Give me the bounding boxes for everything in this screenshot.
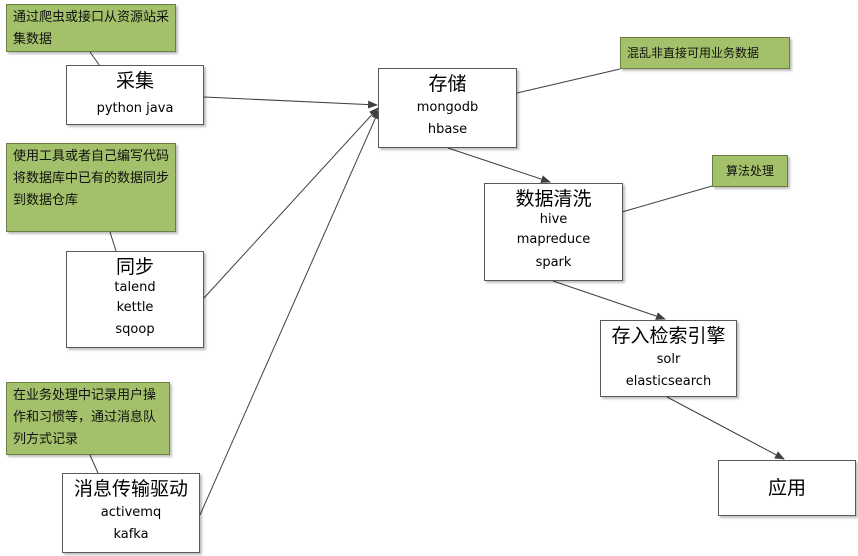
node-collect-item: python java bbox=[96, 101, 174, 116]
node-storage-item: mongodb bbox=[416, 100, 479, 115]
node-storage-title: 存储 bbox=[428, 73, 467, 95]
note-clean: 算法处理 bbox=[712, 155, 788, 187]
note-storage: 混乱非直接可用业务数据 bbox=[620, 37, 790, 69]
node-mq-item: kafka bbox=[113, 527, 149, 542]
node-storage-item: hbase bbox=[427, 122, 468, 137]
node-search: 存入检索引擎 solr elasticsearch bbox=[600, 320, 737, 397]
note-sync: 使用工具或者自己编写代码将数据库中已有的数据同步到数据仓库 bbox=[6, 143, 176, 232]
node-sync-item: talend bbox=[114, 280, 156, 295]
node-clean-item: hive bbox=[539, 212, 568, 227]
node-search-title: 存入检索引擎 bbox=[611, 325, 726, 347]
arrow-storage-to-clean bbox=[447, 147, 551, 183]
note-line-clean bbox=[621, 185, 713, 213]
arrow-clean-to-search bbox=[552, 280, 666, 320]
node-app: 应用 bbox=[718, 460, 856, 516]
node-search-item: solr bbox=[656, 352, 681, 367]
arrow-search-to-app bbox=[666, 396, 785, 460]
node-sync: 同步 talend kettle sqoop bbox=[66, 251, 204, 348]
node-sync-item: kettle bbox=[116, 300, 154, 315]
node-sync-item: sqoop bbox=[115, 322, 155, 337]
node-storage: 存储 mongodb hbase bbox=[378, 68, 517, 148]
note-collect: 通过爬虫或接口从资源站采集数据 bbox=[6, 4, 176, 52]
node-sync-title: 同步 bbox=[115, 256, 154, 278]
note-line-mq bbox=[89, 454, 99, 474]
node-app-title: 应用 bbox=[767, 477, 806, 499]
node-collect: 采集 python java bbox=[66, 65, 204, 125]
note-line-storage bbox=[516, 68, 621, 94]
note-mq: 在业务处理中记录用户操作和习惯等，通过消息队列方式记录 bbox=[6, 382, 170, 455]
note-line-collect bbox=[89, 51, 101, 67]
arrow-collect-to-storage bbox=[203, 96, 378, 109]
node-collect-title: 采集 bbox=[115, 70, 154, 92]
node-clean-item: spark bbox=[535, 255, 572, 270]
note-line-sync bbox=[109, 231, 117, 252]
arrow-sync-to-storage bbox=[203, 107, 379, 299]
node-search-item: elasticsearch bbox=[625, 374, 712, 389]
node-mq-item: activemq bbox=[100, 505, 162, 520]
node-clean: 数据清洗 hive mapreduce spark bbox=[484, 183, 623, 281]
node-clean-title: 数据清洗 bbox=[515, 188, 592, 210]
arrow-mq-to-storage bbox=[199, 109, 380, 516]
node-clean-item: mapreduce bbox=[516, 232, 591, 247]
node-mq: 消息传输驱动 activemq kafka bbox=[62, 473, 200, 553]
node-mq-title: 消息传输驱动 bbox=[73, 478, 188, 500]
